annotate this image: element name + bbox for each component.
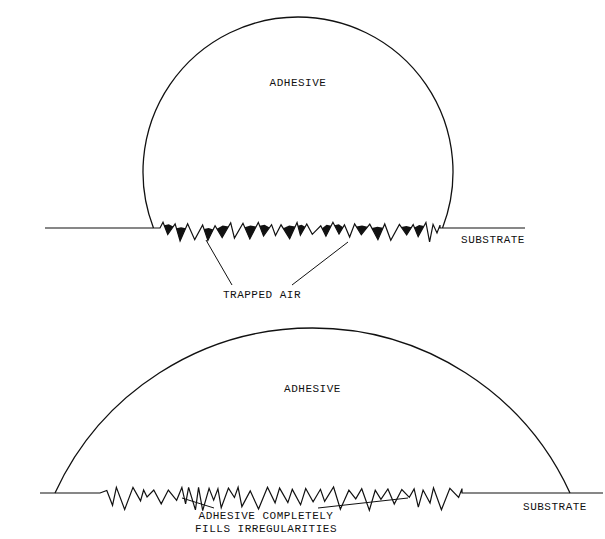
trapped-air [372,227,383,240]
leader-line [206,240,232,285]
leader-line [182,498,214,508]
adhesive-drop: ADHESIVE [143,17,453,228]
trapped-air [334,224,343,234]
drop-outline [55,328,570,493]
trapped-air [414,225,424,237]
trapped-air [356,226,367,235]
substrate-label: SUBSTRATE [523,501,587,514]
callout-label: ADHESIVE COMPLETELY FILLS IRREGULARITIES [179,510,354,536]
drop-outline [143,17,453,228]
trapped-air [283,226,295,239]
trapped-air [322,225,331,236]
substrate-surface [45,222,525,242]
material-label: ADHESIVE [284,383,341,396]
trapped-air [217,225,229,237]
adhesive-drop: ADHESIVE [55,328,570,493]
trapped-air [401,226,411,235]
substrate-label: SUBSTRATE [461,234,525,247]
trapped-air [298,225,305,236]
trapped-air [164,224,173,234]
leader-line [292,242,348,285]
callout-label: TRAPPED AIR [223,289,301,302]
trapped-air [245,226,257,239]
substrate-surface [40,487,603,511]
material-label: ADHESIVE [270,77,327,90]
trapped-air [260,225,270,236]
trapped-air [204,228,213,241]
leader-line [318,498,408,508]
trapped-air [176,227,185,241]
